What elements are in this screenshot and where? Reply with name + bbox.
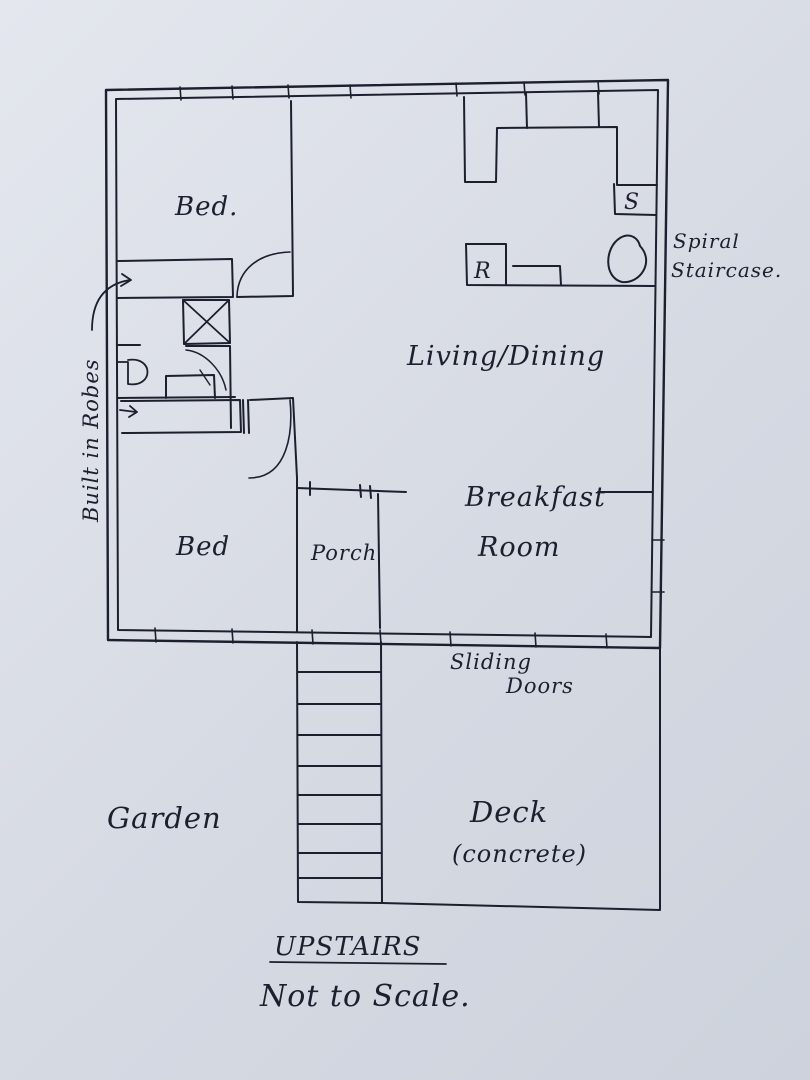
bedroom-top-walls [117, 100, 294, 299]
kitchen-fixtures [463, 91, 658, 287]
porch-walls [296, 481, 407, 629]
porch-label: Porch [310, 541, 377, 565]
scale-note: Not to Scale. [259, 979, 471, 1014]
deck-outline [381, 647, 661, 911]
stove-symbol: S [624, 190, 640, 215]
breakfast-label: Breakfast [464, 482, 606, 513]
bedroom-top-label: Bed. [174, 192, 238, 222]
deck-label: Deck [469, 795, 548, 829]
room-label: Room [477, 532, 560, 563]
fridge-symbol: R [473, 259, 492, 284]
sliding-doors-label-line2: Doors [505, 674, 574, 698]
built-in-robes-label: Built in Robes [79, 358, 103, 523]
garden-label: Garden [107, 801, 222, 835]
deck-material-label: (concrete) [452, 840, 587, 868]
robes-arrows [91, 273, 138, 418]
sliding-doors-label-line1: Sliding [450, 650, 532, 674]
garden-stairs [296, 641, 383, 904]
plan-title: UPSTAIRS [274, 932, 422, 962]
bedroom-bottom-label: Bed [175, 532, 230, 562]
spiral-staircase-label-line2: Staircase. [671, 258, 782, 282]
title-underline [269, 961, 447, 965]
spiral-staircase-label-line1: Spiral [673, 229, 740, 253]
bathroom-core [117, 299, 236, 429]
living-dining-label: Living/Dining [406, 341, 605, 372]
wall-ticks [154, 80, 665, 649]
bedroom-bottom-walls [120, 397, 298, 633]
